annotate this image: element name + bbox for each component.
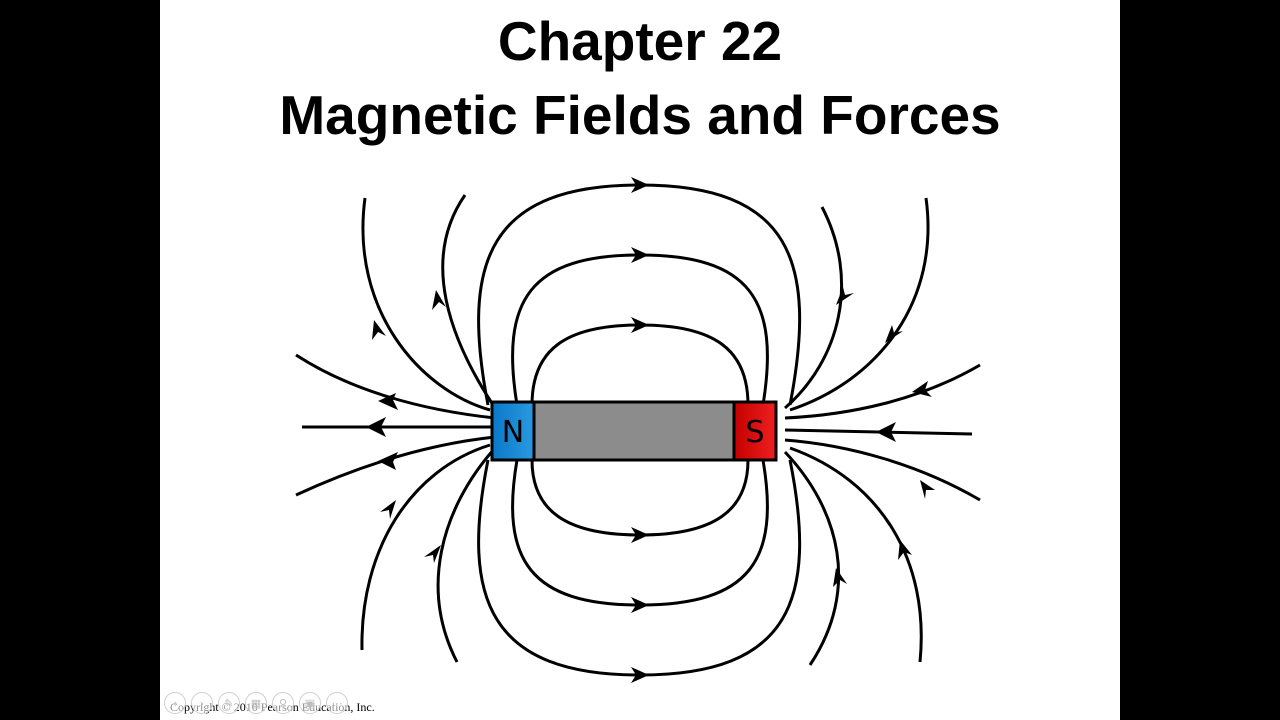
arrow-left-lower-far <box>380 500 396 519</box>
arrow-right-lower-flat <box>920 480 935 499</box>
arrow-right-upper-near <box>836 287 854 305</box>
slide-title: Chapter 22 Magnetic Fields and Forces <box>160 4 1120 152</box>
arrow-left-center <box>366 417 386 437</box>
north-pole-label: N <box>502 415 524 450</box>
arrow-right-upper-far <box>885 325 903 343</box>
slides-icon[interactable]: ▦ <box>245 692 267 714</box>
arrow-left-upper-flat <box>378 393 398 410</box>
arrow-right-center <box>876 422 896 442</box>
field-line-right-lower-far <box>789 446 923 663</box>
zoom-icon[interactable]: ⚲ <box>272 692 294 714</box>
magnetic-field-diagram: N S <box>295 177 981 683</box>
arrow-bottom-inner <box>631 527 649 543</box>
field-line-right-lower-flat <box>784 438 981 502</box>
field-line-top-inner <box>530 323 750 406</box>
field-line-top-middle <box>511 253 769 406</box>
more-icon[interactable]: ⋯ <box>326 692 348 714</box>
arrow-left-upper-near <box>432 290 446 310</box>
field-line-left-upper-near <box>441 194 497 409</box>
field-line-left-lower-near <box>436 447 497 663</box>
prev-slide-icon[interactable]: ‹ <box>164 692 186 714</box>
title-line-topic: Magnetic Fields and Forces <box>279 84 1001 146</box>
arrow-left-lower-flat <box>378 452 398 470</box>
arrow-bottom-middle <box>631 597 649 613</box>
arrow-top-middle <box>631 247 649 263</box>
field-arrows <box>366 177 935 683</box>
field-line-left-upper-far <box>361 197 491 412</box>
field-line-right-upper-far <box>789 197 930 412</box>
title-line-chapter: Chapter 22 <box>497 10 783 72</box>
next-slide-icon[interactable]: › <box>191 692 213 714</box>
screen-icon[interactable]: ▣ <box>299 692 321 714</box>
arrow-top-inner <box>631 317 649 333</box>
bar-magnet: N S <box>490 400 778 462</box>
arrow-top-outer <box>631 177 649 193</box>
field-lines <box>295 183 981 677</box>
pen-icon[interactable]: ✎ <box>218 692 240 714</box>
arrow-right-lower-far <box>898 540 912 560</box>
field-line-right-upper-near <box>784 206 843 410</box>
magnet-south-pole <box>732 400 778 462</box>
arrow-left-lower-near <box>424 545 441 563</box>
slideshow-toolbar: ‹ › ✎ ▦ ⚲ ▣ ⋯ <box>164 692 348 714</box>
field-line-left-lower-far <box>360 443 491 651</box>
arrow-bottom-outer <box>631 667 649 683</box>
magnet-body <box>532 400 736 462</box>
field-line-bottom-inner <box>530 459 750 537</box>
magnet-north-pole <box>490 400 536 462</box>
arrow-right-lower-near <box>833 568 847 587</box>
field-line-right-lower-near <box>783 450 841 666</box>
slide: Chapter 22 Magnetic Fields and Forces <box>160 0 1120 720</box>
arrow-left-upper-far <box>372 320 386 340</box>
field-line-right-upper-flat <box>784 363 981 420</box>
field-line-left-upper-flat <box>295 353 496 420</box>
arrow-right-upper-flat <box>912 381 932 397</box>
south-pole-label: S <box>745 415 764 450</box>
